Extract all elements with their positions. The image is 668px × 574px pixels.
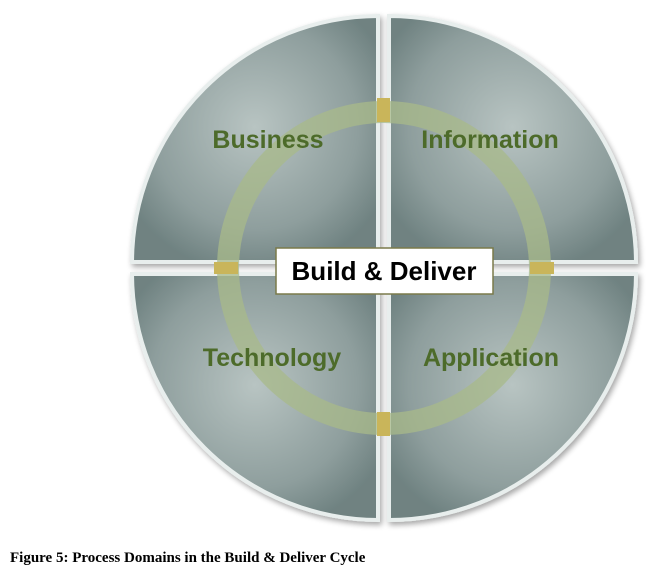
quadrant-label-application: Application: [423, 344, 559, 372]
quadrant-label-technology: Technology: [203, 344, 342, 372]
quadrant-information: [387, 13, 639, 264]
ring-gap-highlights: [214, 98, 554, 436]
quadrant-business: [129, 13, 380, 264]
figure-caption: Figure 5: Process Domains in the Build &…: [10, 550, 366, 566]
center-box: [275, 247, 494, 295]
quadrant-technology: [129, 272, 380, 523]
quadrant-application: [387, 272, 639, 523]
center-label: Build & Deliver: [292, 256, 477, 286]
quadrant-label-information: Information: [421, 126, 559, 154]
quadrant-label-business: Business: [212, 126, 323, 154]
